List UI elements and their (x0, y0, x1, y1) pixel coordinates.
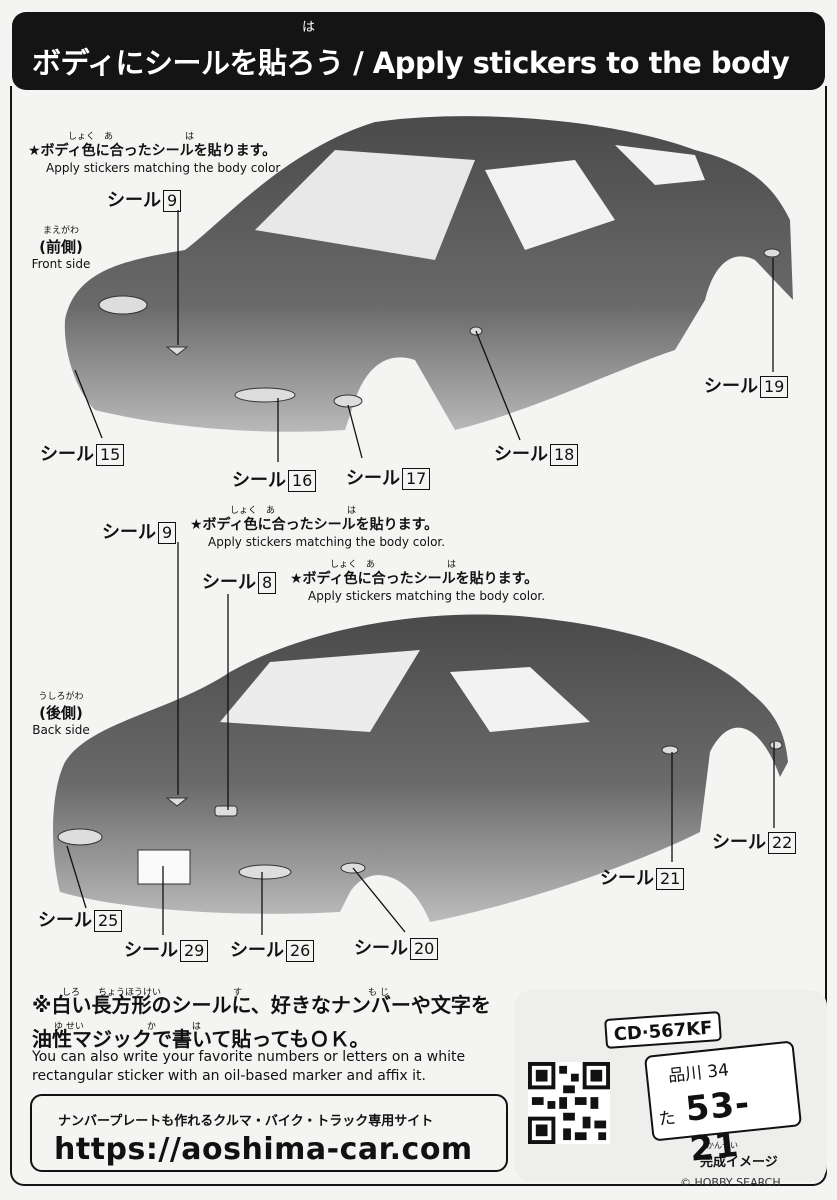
back-note-2-ruby: しょく あ は (330, 560, 457, 570)
finished-preview-text: 完成イメージ (700, 1155, 778, 1170)
front-side-label: まえがわ (前側) Front side (26, 226, 96, 273)
back-side-label: うしろがわ (後側) Back side (26, 692, 96, 739)
front-note-en: Apply stickers matching the body color. (46, 160, 284, 175)
front-rear-marker (763, 248, 781, 258)
front-fog-light (234, 387, 296, 403)
back-note-1-jp: ★ボディ色に合ったシールを貼ります。 (190, 517, 439, 534)
back-side-window (450, 667, 590, 732)
back-emblem (165, 797, 189, 807)
back-badge (214, 805, 238, 817)
front-note-jp: ★ボディ色に合ったシールを貼ります。 (28, 143, 277, 160)
header-banner: は ボディにシールを貼ろう / Apply stickers to the bo… (12, 12, 825, 90)
back-plate-area (137, 849, 191, 885)
custom-note-line-2: 油性マジックで書いて貼ってもＯＫ。 (32, 1027, 370, 1051)
finished-preview-ruby: かんせい (706, 1141, 738, 1150)
front-rear-window (615, 145, 705, 185)
front-side-ruby: まえがわ (42, 226, 79, 236)
back-body-shape (53, 614, 788, 922)
front-left-light (98, 295, 148, 315)
back-note-2: しょく あ は ★ボディ色に合ったシールを貼ります。 Apply sticker… (290, 560, 545, 605)
website-box: ナンバープレートも作れるクルマ・バイク・トラック専用サイト https://ao… (30, 1094, 508, 1172)
qr-code-icon (528, 1062, 610, 1144)
back-side-ruby: うしろがわ (38, 692, 84, 702)
custom-note-ruby-1: しろ ちょうほうけい す も じ (62, 988, 389, 998)
back-front-marker (769, 740, 783, 750)
back-side-jp: (後側) (39, 703, 83, 722)
front-windshield (255, 150, 475, 260)
custom-plate-note-jp: しろ ちょうほうけい す も じ ※白い長方形のシールに、好きなナンバーや文字を… (32, 988, 491, 1056)
website-caption: ナンバープレートも作れるクルマ・バイク・トラック専用サイト (58, 1114, 434, 1129)
watermark: © HOBBY SEARCH (680, 1176, 781, 1189)
header-ruby: は (302, 20, 316, 35)
front-side-window (485, 160, 615, 250)
back-note-2-en: Apply stickers matching the body color. (308, 588, 546, 603)
back-note-1-en: Apply stickers matching the body color. (208, 534, 446, 549)
front-emblem (165, 346, 189, 356)
finished-preview-caption: かんせい 完成イメージ (700, 1140, 778, 1170)
custom-note-line-1: ※白い長方形のシールに、好きなナンバーや文字を (32, 993, 491, 1017)
back-note-1: しょく あ は ★ボディ色に合ったシールを貼ります。 Apply sticker… (190, 506, 445, 551)
website-url[interactable]: https://aoshima-car.com (54, 1132, 473, 1167)
page-title: ボディにシールを貼ろう / Apply stickers to the body (32, 46, 790, 80)
car-plate-region: 品川 34 (667, 1060, 730, 1087)
content-frame (10, 86, 827, 1186)
back-left-reflector (57, 828, 103, 846)
back-rear-glass (220, 650, 420, 732)
back-side-en: Back side (32, 723, 90, 738)
front-car-illustration (64, 116, 794, 432)
back-note-2-jp: ★ボディ色に合ったシールを貼ります。 (290, 571, 539, 588)
back-leader-lines (66, 542, 775, 935)
front-note: しょく あ は ★ボディ色に合ったシールを貼ります。 Apply sticker… (28, 132, 283, 177)
front-body-shape (64, 116, 794, 432)
front-side-en: Front side (31, 257, 91, 272)
front-side-jp: (前側) (39, 237, 83, 256)
custom-note-ruby-2: ゆ せい か は (54, 1022, 201, 1032)
front-note-ruby: しょく あ は (68, 132, 195, 142)
back-note-1-ruby: しょく あ は (230, 506, 357, 516)
back-side-marker (661, 745, 679, 755)
car-plate-kana: た (657, 1108, 677, 1130)
back-car-illustration (53, 614, 788, 922)
car-plate: 品川 34 た 53-21 (643, 1040, 803, 1170)
front-leader-lines (74, 210, 774, 462)
back-right-reflector (238, 864, 292, 880)
custom-plate-note-en: You can also write your favorite numbers… (32, 1049, 466, 1084)
